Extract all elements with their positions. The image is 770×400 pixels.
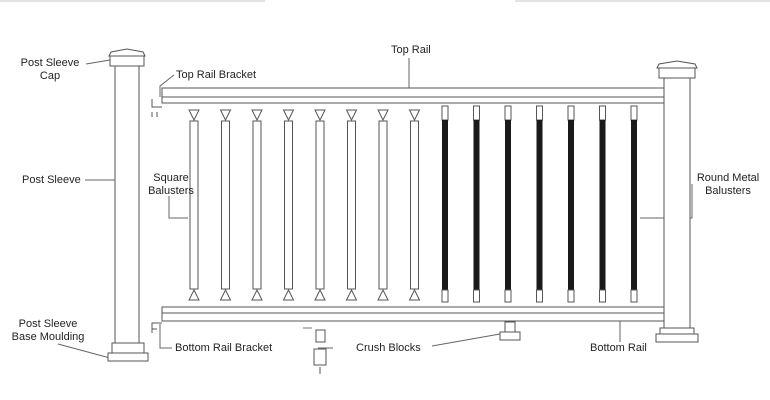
square-baluster xyxy=(219,109,232,301)
left-post xyxy=(107,48,149,362)
label-bottom-rail-bracket: Bottom Rail Bracket xyxy=(175,342,273,354)
square-baluster xyxy=(251,109,263,301)
square-baluster xyxy=(282,109,295,301)
leader-square-balusters xyxy=(168,196,188,219)
square-baluster xyxy=(345,109,358,301)
label-top-rail: Top Rail xyxy=(391,44,431,56)
round-metal-baluster xyxy=(630,105,638,303)
label-crush-blocks: Crush Blocks xyxy=(356,342,421,354)
bottom-rail xyxy=(161,306,665,322)
round-metal-baluster xyxy=(567,105,575,303)
round-metal-baluster xyxy=(536,105,543,303)
leader-post-sleeve-base-moulding xyxy=(57,343,111,359)
top-border-right xyxy=(515,0,770,2)
leader-round-metal-balusters xyxy=(640,184,693,219)
right-post-cap xyxy=(656,60,698,69)
top-rail-bracket xyxy=(151,99,162,117)
round-metal-baluster xyxy=(504,105,512,303)
right-post-sleeve xyxy=(663,77,691,329)
left-post-base-foot xyxy=(107,352,149,362)
right-post-base-foot xyxy=(655,333,699,343)
leader-lines xyxy=(57,58,693,359)
crush-block-left xyxy=(303,327,327,374)
left-post-base-moulding xyxy=(111,342,145,354)
round-metal-baluster xyxy=(599,105,606,303)
crush-block-right xyxy=(499,321,521,341)
square-balusters xyxy=(188,109,421,301)
label-post-sleeve: Post Sleeve xyxy=(22,174,81,186)
top-rail xyxy=(161,87,665,104)
right-post-base-moulding xyxy=(659,327,695,335)
square-baluster xyxy=(408,109,421,301)
round-metal-baluster xyxy=(473,105,480,303)
round-metal-baluster xyxy=(441,105,449,303)
label-top-rail-bracket: Top Rail Bracket xyxy=(176,69,257,81)
right-post-cap-base xyxy=(658,67,696,79)
bottom-rail-bracket xyxy=(151,322,162,333)
left-post-cap-base xyxy=(109,55,145,67)
right-post xyxy=(655,60,699,343)
leader-crush-blocks-right xyxy=(431,333,501,347)
round-metal-balusters xyxy=(441,105,638,303)
label-bottom-rail: Bottom Rail xyxy=(590,342,647,354)
square-baluster xyxy=(377,109,389,301)
square-baluster xyxy=(314,109,326,301)
square-baluster xyxy=(188,109,200,301)
left-post-sleeve xyxy=(114,65,140,344)
leader-post-sleeve-cap xyxy=(85,59,111,65)
top-border-left xyxy=(0,0,265,2)
leader-bottom-rail-bracket xyxy=(159,324,172,349)
left-post-cap xyxy=(108,48,146,57)
leader-top-rail-bracket xyxy=(159,74,175,97)
